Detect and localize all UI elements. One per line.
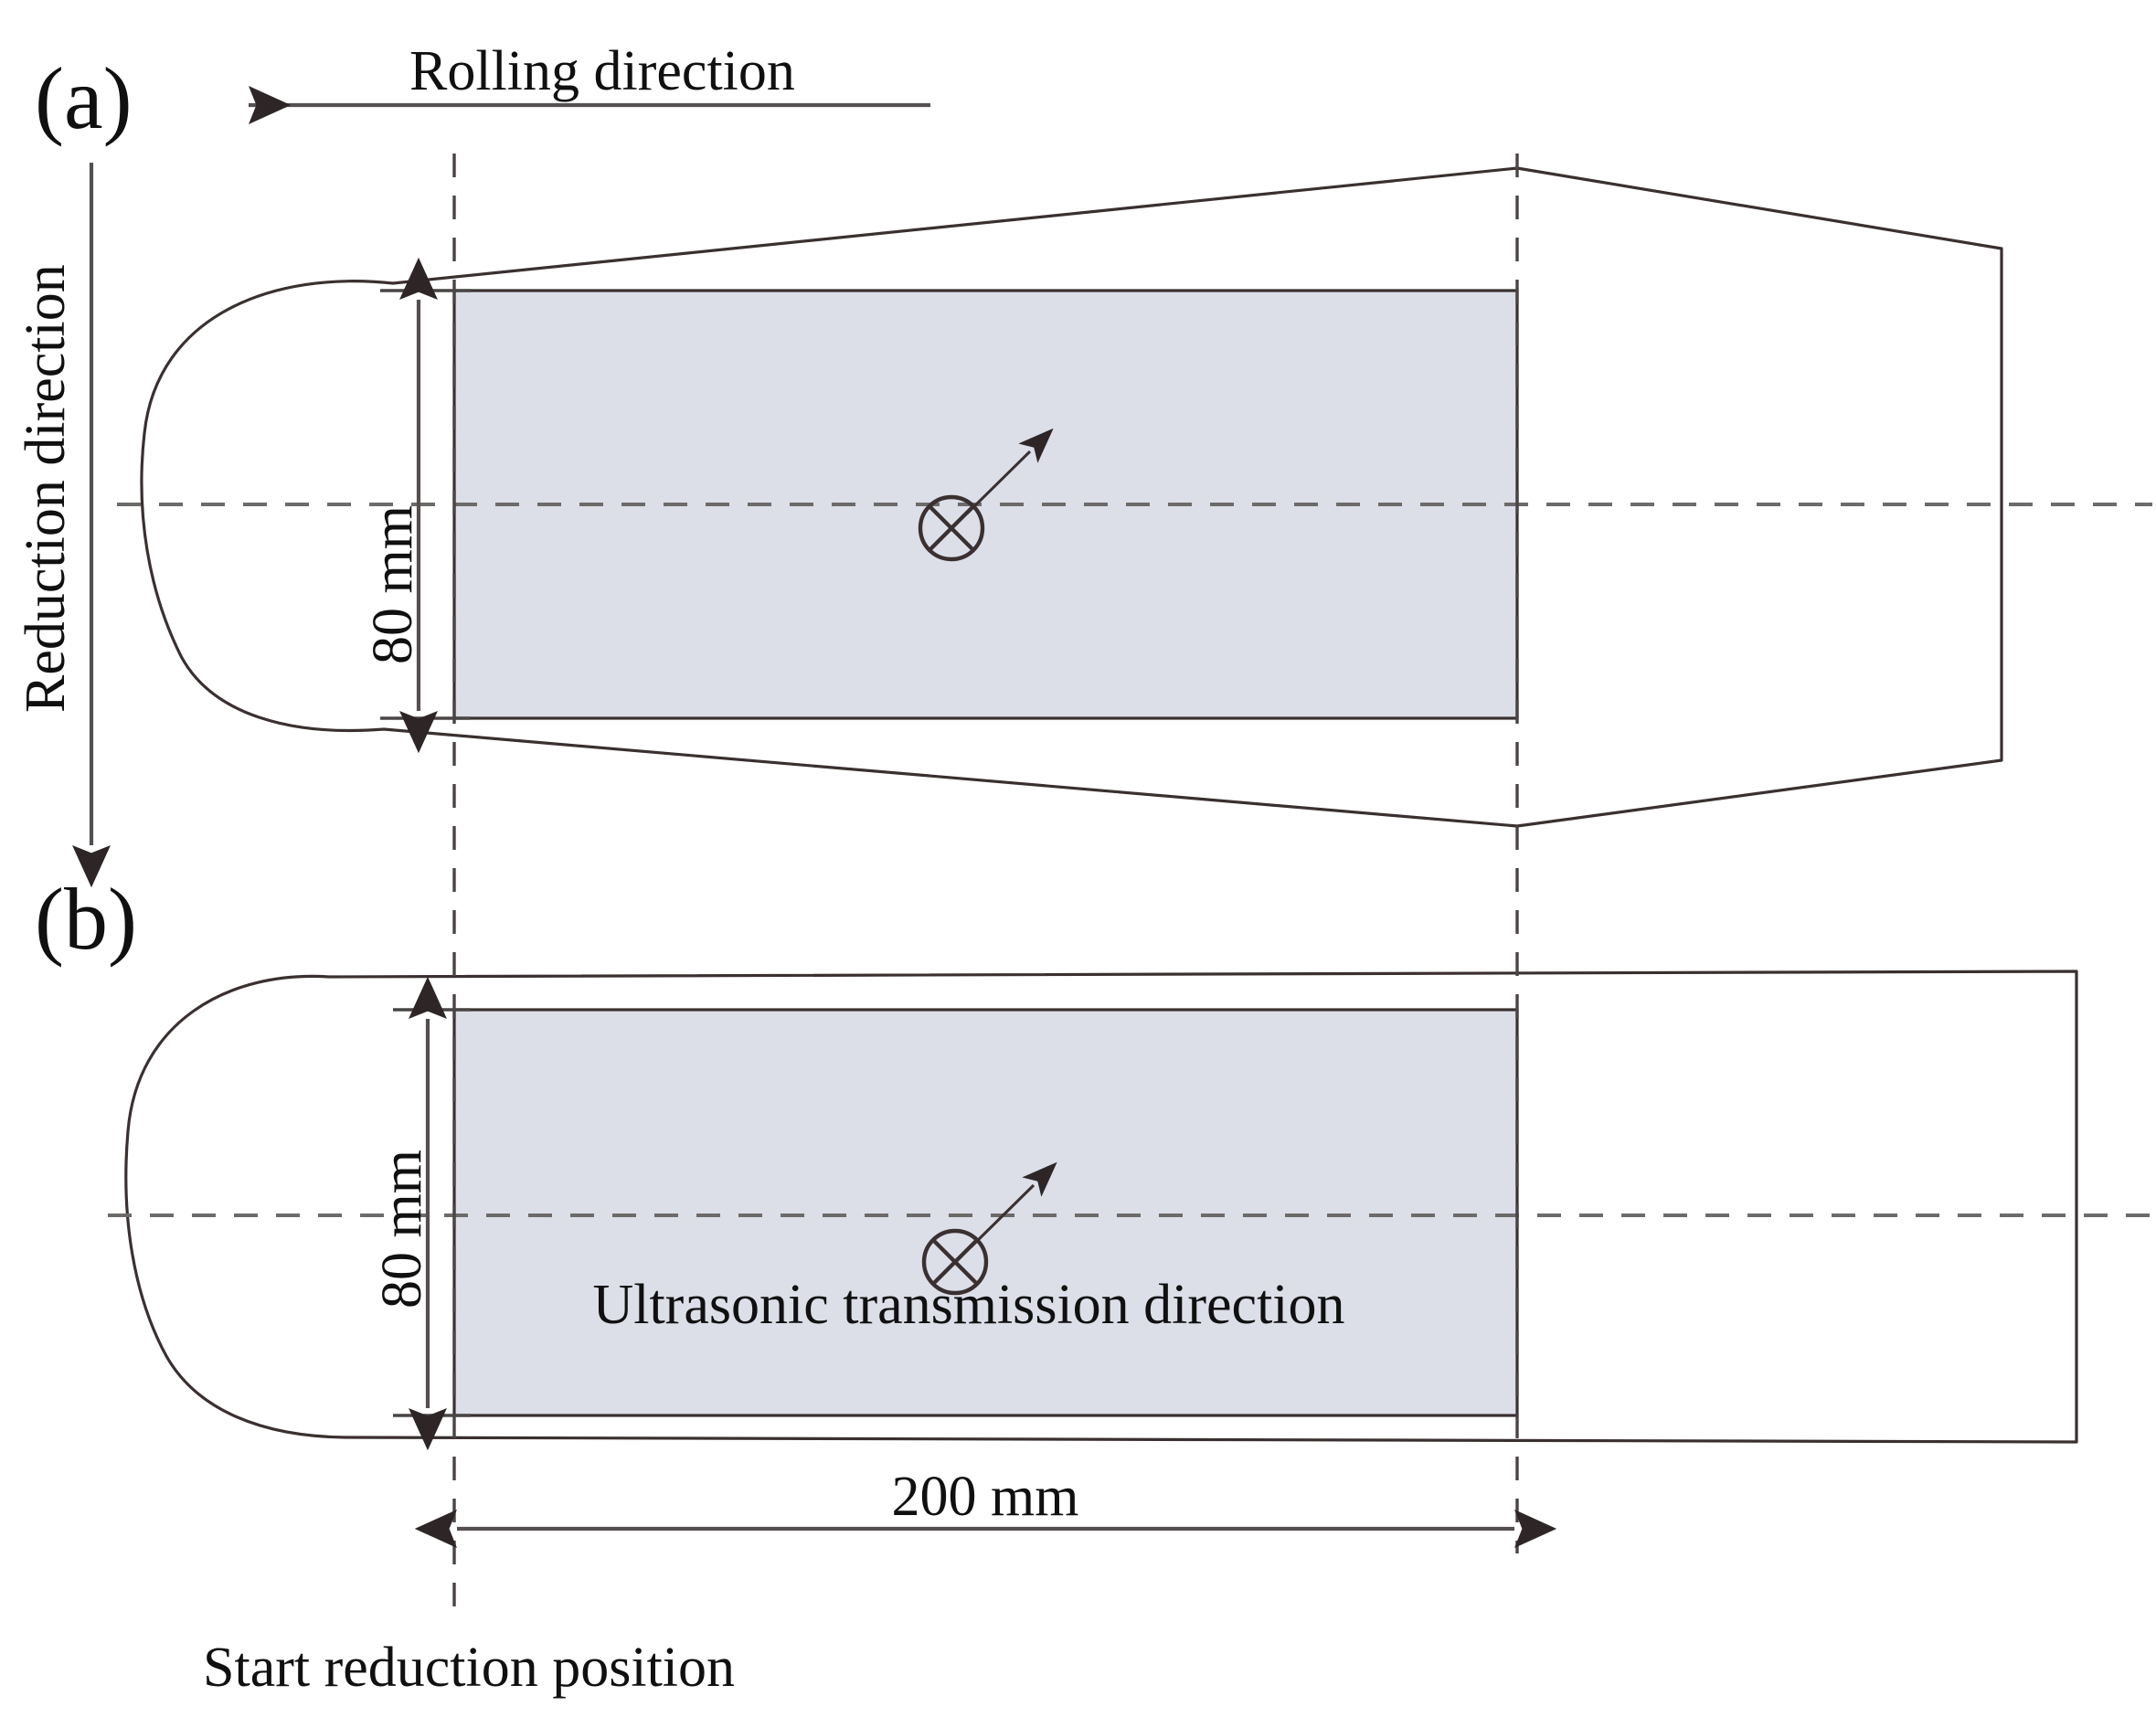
ultrasonic-transmission-direction-label: Ultrasonic transmission direction [592, 1274, 1344, 1336]
panel-b-into-page-vector [921, 1161, 1057, 1296]
panel-a-slab-outline [140, 166, 2003, 828]
panel-a-vector-arrow [965, 428, 1054, 515]
panel-a-label: (a) [35, 49, 133, 147]
panel-b-vector-arrow [969, 1161, 1057, 1249]
panel-b-label: (b) [35, 870, 137, 968]
panel-b-thickness-label: 80 mm [371, 1150, 433, 1309]
panel-a-thickness-label: 80 mm [362, 505, 424, 664]
circled-cross-icon [921, 1228, 989, 1296]
circled-cross-icon [918, 494, 985, 562]
cross-stroke-2 [929, 505, 974, 551]
reduction-direction-label: Reduction direction [15, 264, 77, 713]
panel-a-into-page-vector [918, 428, 1054, 562]
cross-stroke-2 [932, 1239, 978, 1285]
length-dimension-label: 200 mm [892, 1466, 1079, 1528]
panel-b-slab-outline [124, 970, 2078, 1444]
panel-b-sample-region [452, 1008, 1519, 1417]
rolling-direction-label: Rolling direction [409, 40, 795, 102]
start-reduction-position-label: Start reduction position [203, 1637, 735, 1699]
